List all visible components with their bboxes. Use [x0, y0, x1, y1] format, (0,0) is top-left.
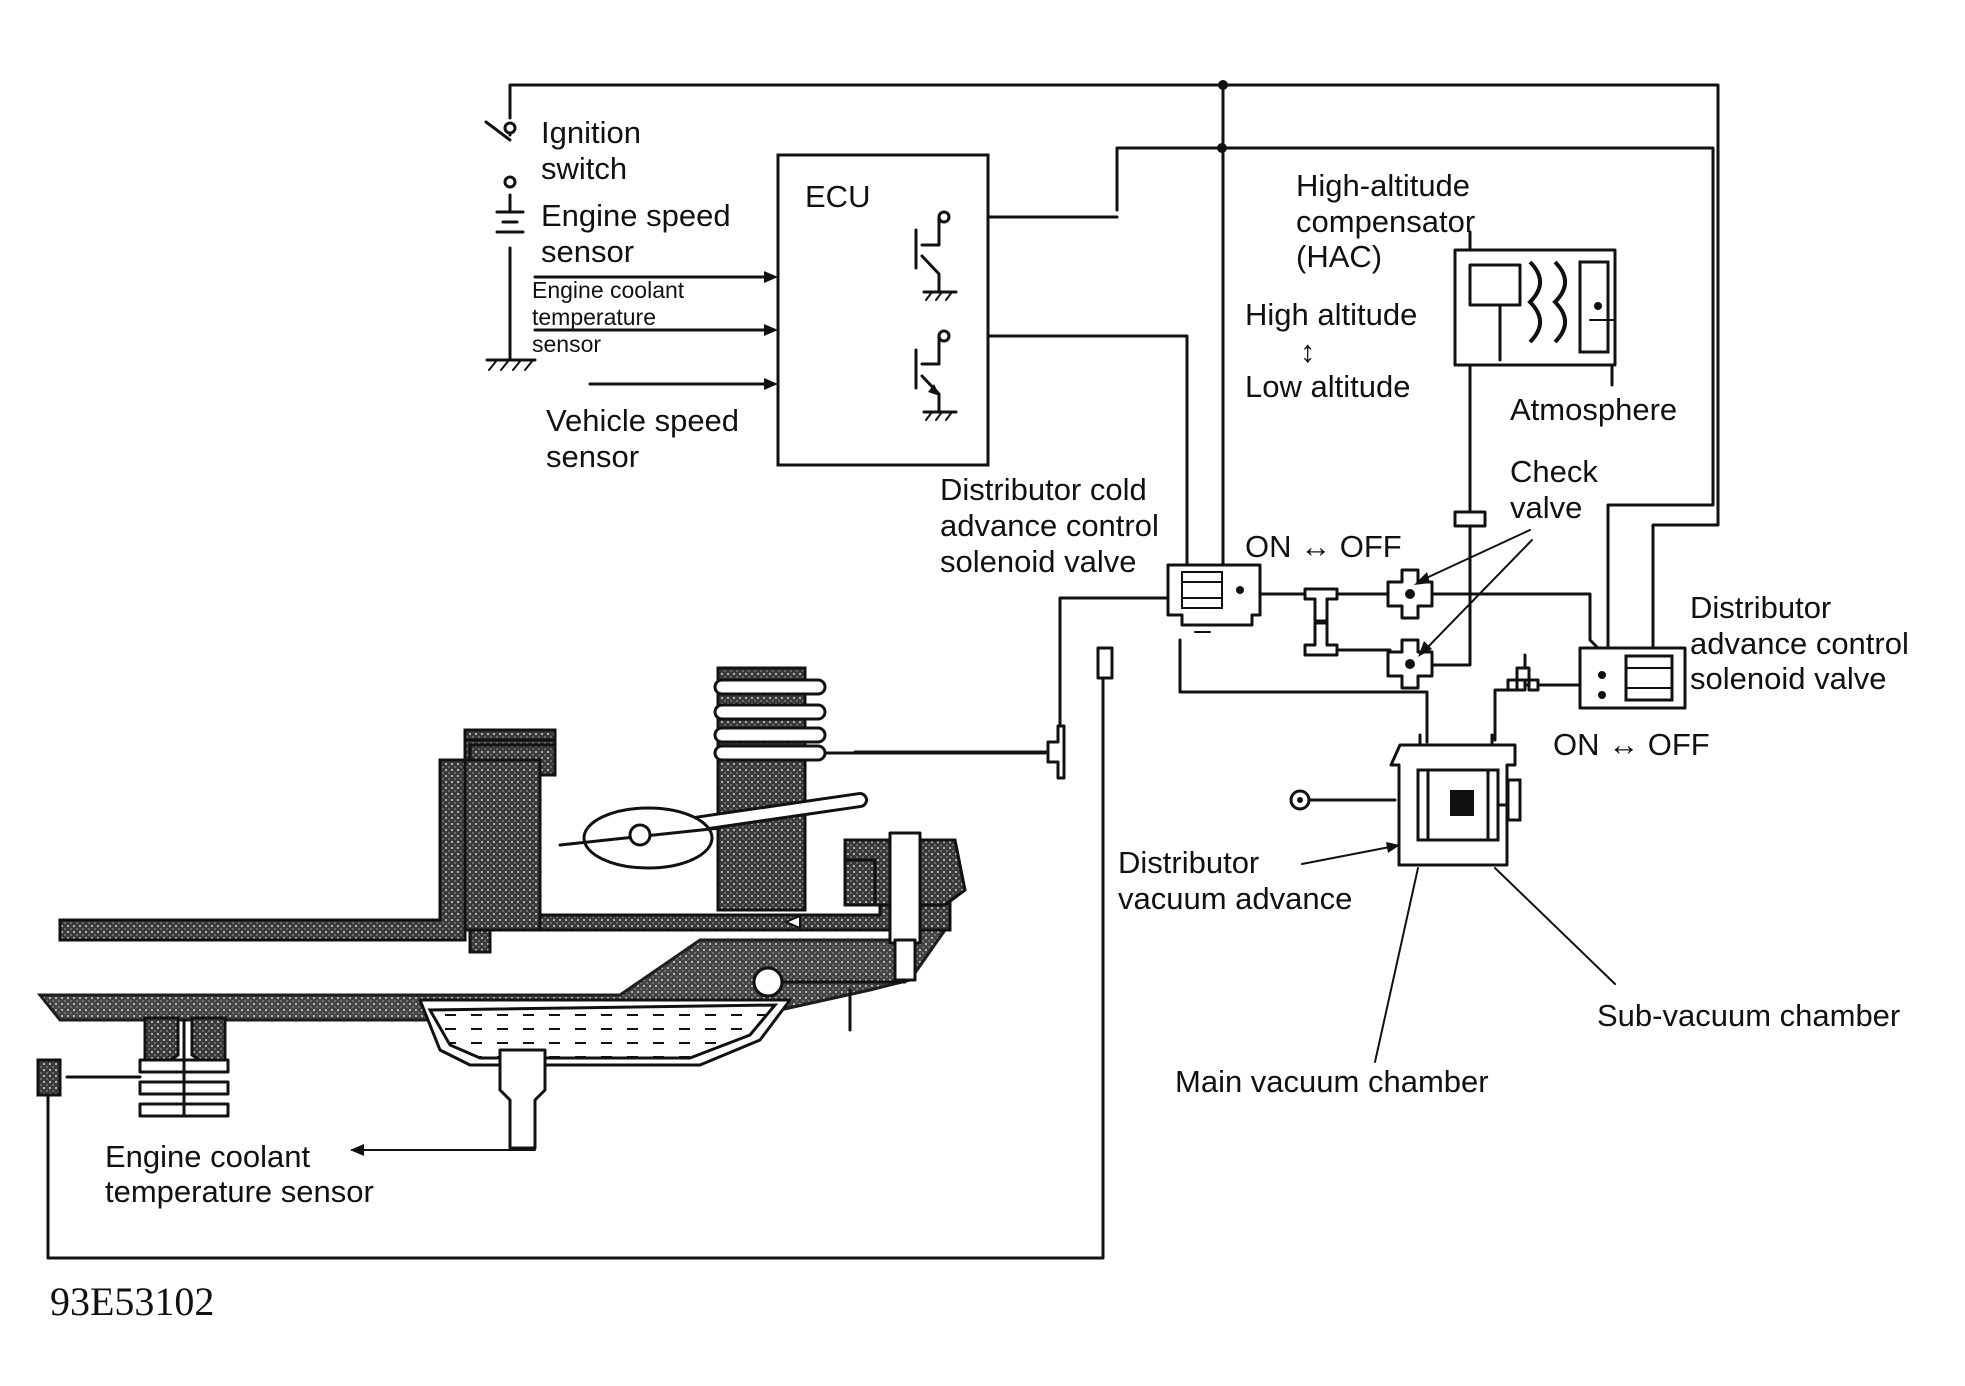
check-valves: [1386, 568, 1434, 690]
vacuum-advance-leaders: [1301, 319, 1616, 1063]
label-engine-coolant-temp-sensor-input: Engine coolant temperature sensor: [532, 277, 691, 357]
label-high-altitude: High altitude: [1245, 297, 1417, 332]
coolant-sensor-leader: [350, 1144, 536, 1156]
label-advance-solenoid: Distributor advance control solenoid val…: [1690, 590, 1918, 696]
label-on-off-cold: ON ↔ OFF: [1245, 529, 1402, 564]
vacuum-hoses: [46, 230, 1614, 1260]
ecu-input-arrows: [533, 271, 778, 390]
label-ecu: ECU: [805, 179, 870, 214]
label-engine-speed-sensor: Engine speed sensor: [541, 198, 739, 269]
label-low-altitude: Low altitude: [1245, 369, 1410, 404]
distributor-vacuum-advance-unit: [1289, 733, 1522, 867]
advance-control-solenoid-valve: [1578, 646, 1687, 710]
wiring: [485, 80, 1720, 657]
label-vehicle-speed-sensor: Vehicle speed sensor: [546, 403, 748, 474]
label-vacuum-advance: Distributor vacuum advance: [1118, 845, 1352, 916]
label-check-valve: Check valve: [1510, 454, 1607, 525]
cold-advance-solenoid-valve: [1166, 563, 1262, 633]
ignition-switch-symbol: [484, 120, 517, 189]
altitude-arrow-icon: ↕: [1300, 334, 1316, 369]
label-coolant-sensor-bottom: Engine coolant temperature sensor: [105, 1139, 374, 1209]
ecu-box: [776, 153, 990, 467]
engine-section: [36, 666, 1047, 1150]
label-cold-advance-solenoid: Distributor cold advance control solenoi…: [940, 472, 1168, 579]
label-on-off-advance: ON ↔ OFF: [1553, 727, 1710, 762]
hac-unit: [1453, 248, 1617, 367]
label-ignition-switch: Ignition switch: [541, 115, 650, 186]
label-sub-vacuum-chamber: Sub-vacuum chamber: [1597, 998, 1900, 1033]
label-main-vacuum-chamber: Main vacuum chamber: [1175, 1064, 1489, 1099]
t-fittings: [1046, 510, 1540, 780]
figure-code: 93E53102: [50, 1279, 214, 1324]
check-valve-leaders: [1414, 529, 1533, 657]
label-hac: High-altitude compensator (HAC): [1296, 168, 1484, 274]
label-atmosphere: Atmosphere: [1510, 392, 1677, 427]
